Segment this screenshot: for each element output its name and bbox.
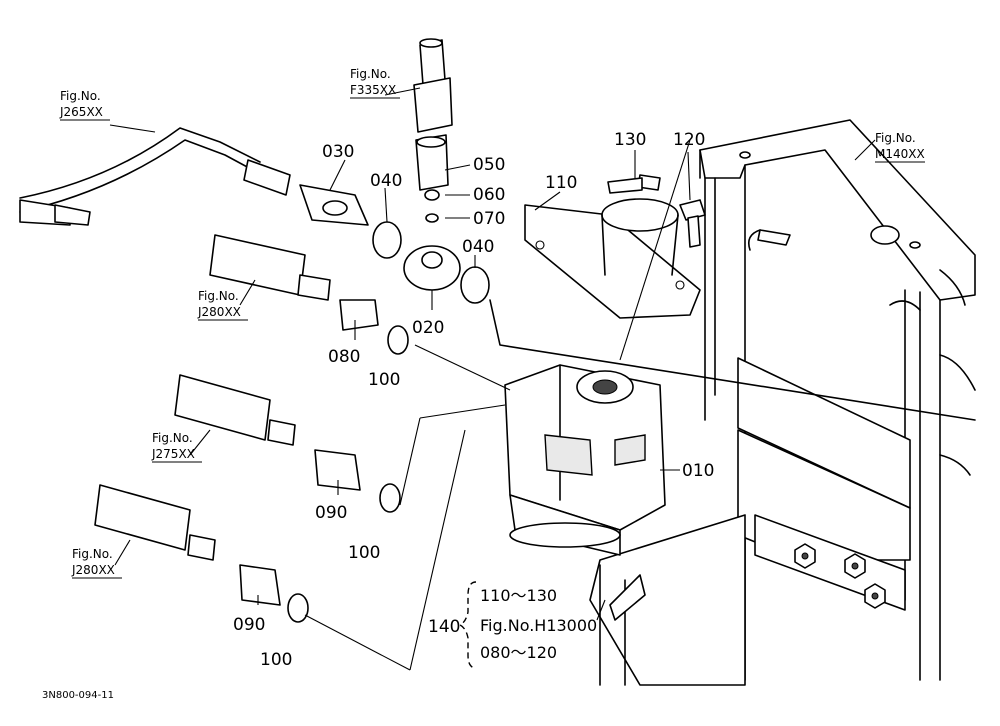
callout-070: 070 xyxy=(473,209,505,229)
fig-ref-j280xx-lower: Fig.No. J280XX xyxy=(71,547,122,579)
hose-fitting-row-3 xyxy=(94,484,309,623)
callout-080: 080 xyxy=(328,347,360,367)
leader-bracket-to-frame xyxy=(489,299,976,421)
kit-note-140: 110～130 Fig.No.H13000 080～120 xyxy=(458,581,606,669)
washer-040a xyxy=(372,221,402,259)
callout-100c: 100 xyxy=(260,650,292,670)
callout-090b: 090 xyxy=(233,615,265,635)
callout-090a: 090 xyxy=(315,503,347,523)
block-020 xyxy=(403,245,461,291)
leader-lines xyxy=(109,87,876,671)
fitting-stack xyxy=(413,38,453,223)
kit-note-line2: Fig.No.H13000 xyxy=(480,616,597,635)
fig-ref-code: J280XX xyxy=(71,563,115,577)
hose-fitting-row-1 xyxy=(209,234,409,355)
kit-note-line1: 110～130 xyxy=(480,586,557,605)
fig-ref-label: Fig.No. xyxy=(152,431,193,445)
frame-nuts xyxy=(794,543,886,609)
fig-ref-code: M140XX xyxy=(875,147,925,161)
frame-assembly xyxy=(589,119,976,686)
drawing-code: 3N800-094-11 xyxy=(42,690,114,701)
fig-ref-j275xx: Fig.No. J275XX xyxy=(151,431,202,463)
callout-040b: 040 xyxy=(462,237,494,257)
callout-010: 010 xyxy=(682,461,714,481)
callout-060: 060 xyxy=(473,185,505,205)
callout-100a: 100 xyxy=(368,370,400,390)
hose-fitting-row-2 xyxy=(174,374,401,513)
callout-100b: 100 xyxy=(348,543,380,563)
hose-assembly xyxy=(19,127,291,226)
callout-030: 030 xyxy=(322,142,354,162)
callout-040a: 040 xyxy=(370,171,402,191)
kit-note-line3: 080～120 xyxy=(480,643,557,662)
fig-ref-code: J275XX xyxy=(151,447,195,461)
fig-ref-label: Fig.No. xyxy=(72,547,113,561)
fig-ref-label: Fig.No. xyxy=(875,131,916,145)
fig-ref-code: J280XX xyxy=(197,305,241,319)
callout-110: 110 xyxy=(545,173,577,193)
fig-ref-code: F335XX xyxy=(350,83,396,97)
union-030 xyxy=(299,184,369,226)
fig-ref-j265xx: Fig.No. J265XX xyxy=(59,89,110,121)
fig-ref-j280xx-upper: Fig.No. J280XX xyxy=(197,289,248,321)
callout-120: 120 xyxy=(673,130,705,150)
fig-ref-label: Fig.No. xyxy=(350,67,391,81)
bolt-120 xyxy=(679,199,706,248)
fig-ref-f335xx: Fig.No. F335XX xyxy=(350,67,400,99)
fig-ref-label: Fig.No. xyxy=(198,289,239,303)
fig-ref-m140xx: Fig.No. M140XX xyxy=(875,131,925,163)
valve-body-010 xyxy=(504,364,666,556)
callout-140: 140 xyxy=(428,617,460,637)
callout-020: 020 xyxy=(412,318,444,338)
washer-040b xyxy=(460,266,490,304)
bolt-130 xyxy=(607,174,661,194)
fig-ref-code: J265XX xyxy=(59,105,103,119)
callout-130: 130 xyxy=(614,130,646,150)
callout-050: 050 xyxy=(473,155,505,175)
bracket-110 xyxy=(524,198,701,319)
fig-ref-label: Fig.No. xyxy=(60,89,101,103)
